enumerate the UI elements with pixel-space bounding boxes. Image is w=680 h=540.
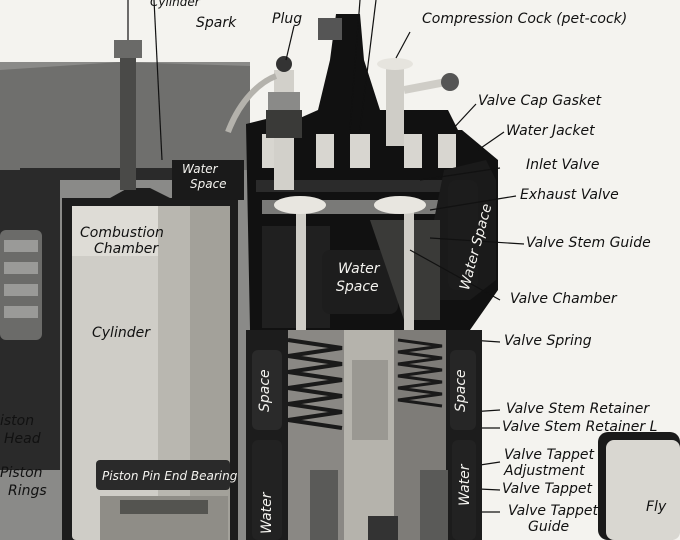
label-chamber: Chamber <box>94 241 159 257</box>
exhaust-valve-tappet <box>420 470 448 540</box>
inlet-valve-tappet <box>310 470 338 540</box>
water-space-right <box>448 180 478 290</box>
label-space-left: Space <box>257 369 273 412</box>
exhaust-valve-spring <box>397 338 443 408</box>
label-valve-stem-retainer: Valve Stem Retainer <box>506 401 650 417</box>
label-piston-rings-2: Rings <box>8 483 47 499</box>
water-space-center <box>322 250 398 314</box>
piston-pin-end-bearing <box>96 460 230 490</box>
label-water-bottom-left: Water <box>259 492 275 534</box>
label-valve-spring: Valve Spring <box>504 333 592 349</box>
space-left <box>252 350 282 430</box>
label-compression-cock: Compression Cock (pet-cock) <box>422 11 628 27</box>
label-valve-tappet-adjustment-2: Adjustment <box>504 463 585 479</box>
label-piston-pin-end-bearing: Piston Pin End Bearing <box>102 469 238 483</box>
label-spark: Spark <box>196 15 237 31</box>
water-bottom-right <box>452 440 476 540</box>
label-space-right: Space <box>453 369 469 412</box>
label-valve-stem-retainer-lock: Valve Stem Retainer L <box>502 419 658 435</box>
space-right <box>450 350 476 430</box>
label-water-jacket: Water Jacket <box>506 123 595 139</box>
label-water-bottom-right: Water <box>457 464 473 506</box>
label-valve-tappet-guide-1: Valve Tappet <box>508 503 599 519</box>
label-combustion: Combustion <box>80 225 164 241</box>
label-valve-chamber: Valve Chamber <box>510 291 617 307</box>
label-water-space-center-1: Water <box>338 261 380 277</box>
label-valve-tappet-adjustment-1: Valve Tappet <box>504 447 595 463</box>
label-water-space-top-1: Water <box>182 162 218 176</box>
label-water-space-center-2: Space <box>336 279 379 295</box>
label-inlet-valve: Inlet Valve <box>526 157 600 173</box>
label-piston-head-1: iston <box>0 413 35 429</box>
label-piston-head-2: Head <box>4 431 41 447</box>
label-exhaust-valve: Exhaust Valve <box>520 187 619 203</box>
label-valve-tappet: Valve Tappet <box>502 481 593 497</box>
label-fly: Fly <box>646 499 667 515</box>
label-valve-stem-guide: Valve Stem Guide <box>526 235 651 251</box>
label-valve-cap-gasket: Valve Cap Gasket <box>478 93 602 109</box>
label-cylinder-top: Cylinder <box>150 0 200 9</box>
water-space-top <box>172 160 244 200</box>
label-water-space-top-2: Space <box>190 177 227 191</box>
compression-cock <box>386 66 404 146</box>
label-piston-rings-1: Piston <box>0 465 43 481</box>
water-bottom-left <box>252 440 282 540</box>
label-cylinder: Cylinder <box>92 325 150 341</box>
label-valve-tappet-guide-2: Guide <box>528 519 570 535</box>
inlet-valve-spring <box>287 338 343 430</box>
label-plug: Plug <box>272 11 303 27</box>
